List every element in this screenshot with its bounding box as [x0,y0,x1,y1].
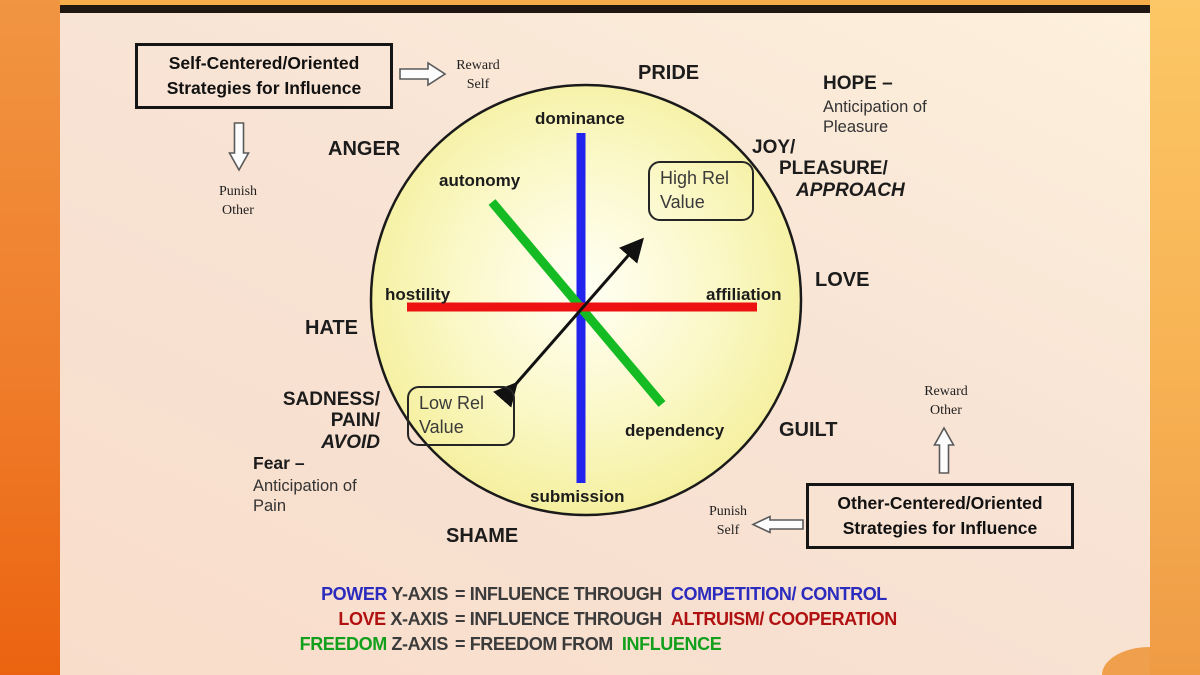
emotion-hate: HATE [305,317,358,339]
axis-label-dependency: dependency [625,421,725,440]
punish-self-label: Punish Self [708,504,748,538]
emotion-guilt: GUILT [779,419,838,441]
self-centered-strategies-box: Self-Centered/Oriented Strategies for In… [135,43,393,109]
other-centered-line1: Other-Centered/Oriented [837,493,1043,513]
slide-canvas: Self-Centered/Oriented Strategies for In… [60,13,1150,675]
axis-label-hostility: hostility [385,285,451,304]
axis-label-dominance: dominance [535,109,625,128]
self-centered-line1: Self-Centered/Oriented [168,53,360,73]
high-rel-line1: High Rel [660,168,730,188]
hope-note: HOPE – Anticipation of Pleasure [823,73,927,137]
low-rel-line2: Value [419,416,464,437]
emotion-shame: SHAME [446,525,519,547]
low-rel-line1: Low Rel [419,393,485,413]
high-rel-line2: Value [660,191,705,212]
punish-other-arrow-icon [228,122,250,172]
reward-self-label: Reward Self [456,58,500,92]
right-orange-band [1150,0,1200,675]
punish-other-label: Punish Other [218,184,258,218]
legend-love-term: LOVE [338,609,386,629]
interpersonal-model-diagram [228,61,955,534]
emotion-sadness: SADNESS/ PAIN/ AVOID [282,389,380,453]
punish-self-arrow-icon [751,515,804,534]
axis-label-submission: submission [530,487,625,506]
emotion-anger: ANGER [328,138,401,160]
emotion-pride: PRIDE [638,62,700,84]
emotion-joy: JOY/ PLEASURE/ APPROACH [752,137,905,201]
axis-label-affiliation: affiliation [706,285,782,304]
reward-other-label: Reward Other [924,384,968,418]
legend-power-term: POWER [321,584,388,604]
fear-note: Fear – Anticipation of Pain [253,453,357,516]
reward-self-arrow-icon [399,61,447,87]
top-black-bar [60,5,1150,13]
top-orange-strip [60,0,1150,5]
low-rel-value-box: Low Rel Value [407,386,515,446]
reward-other-arrow-icon [933,426,955,474]
self-centered-line2: Strategies for Influence [166,77,362,98]
left-orange-band [0,0,60,675]
high-rel-value-box: High Rel Value [648,161,754,221]
emotion-love: LOVE [815,269,870,291]
other-centered-strategies-box: Other-Centered/Oriented Strategies for I… [806,483,1074,549]
rel-value-arrow [493,237,644,408]
legend-freedom-term: FREEDOM [299,634,388,654]
other-centered-line2: Strategies for Influence [842,517,1038,538]
axis-label-autonomy: autonomy [439,171,521,190]
